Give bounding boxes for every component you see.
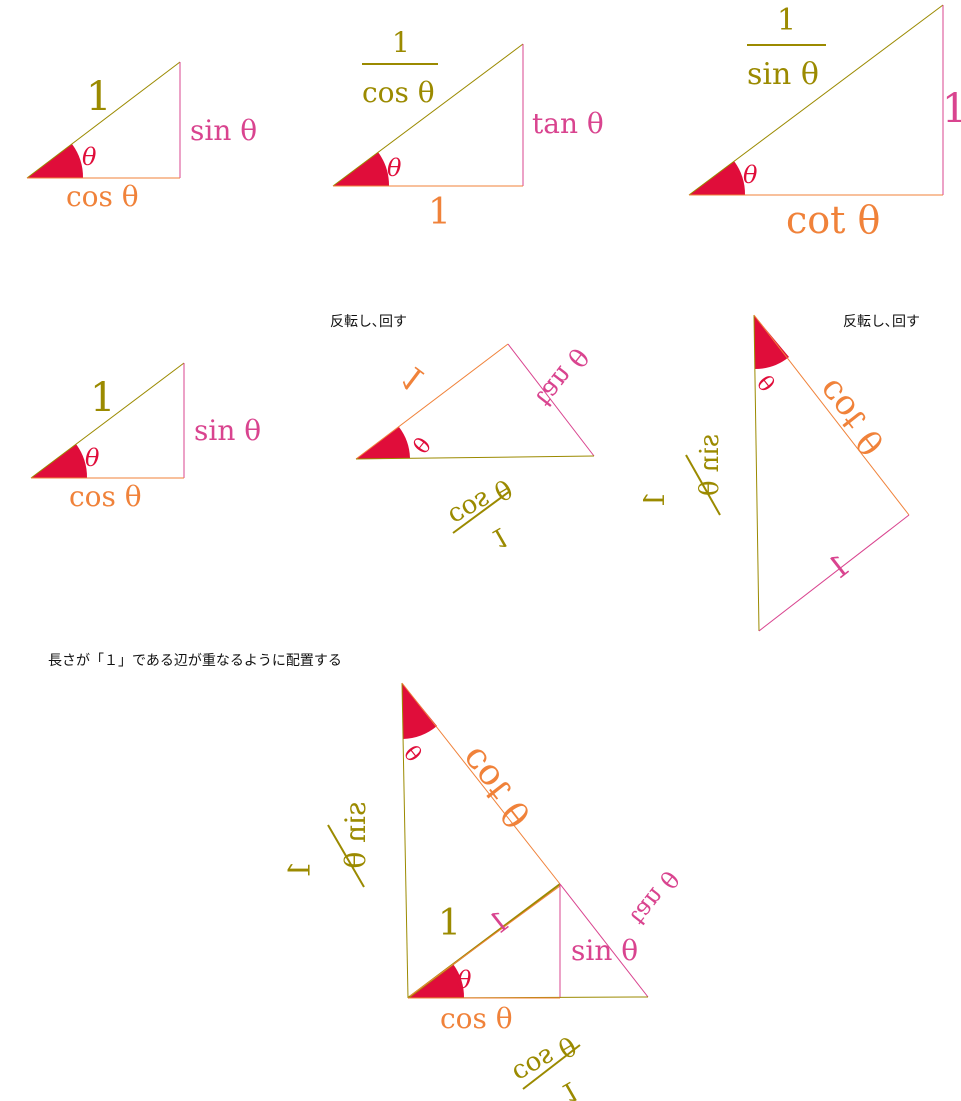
- label-csc-numerator: 1: [638, 491, 671, 509]
- hypotenuse: [26, 61, 181, 179]
- label-opposite-one: 1: [942, 86, 961, 132]
- label-theta: θ: [85, 444, 100, 472]
- triangle-basic: 1 sin θ cos θ θ: [26, 61, 257, 213]
- label-csc-denominator: sin θ: [695, 434, 725, 496]
- label-theta: θ: [743, 161, 758, 189]
- side-sec: [355, 455, 595, 460]
- side-cot: [753, 314, 910, 516]
- combined-figure: cot θ θ sin θ 1 1 1 sin θ tan θ θ cos θ …: [283, 682, 684, 1101]
- label-cos: cos θ: [66, 180, 139, 213]
- triangle-cot: 1 sin θ 1 cot θ θ: [688, 3, 961, 242]
- label-hypotenuse-one: 1: [438, 903, 461, 944]
- caption-flip-rotate: 反転し､回す: [330, 314, 407, 330]
- fraction-bar: [685, 454, 721, 516]
- fraction-bar: [327, 824, 365, 888]
- label-sin: sin θ: [190, 114, 257, 147]
- side-cot: [401, 682, 561, 885]
- label-theta-top: θ: [401, 739, 429, 765]
- label-theta: θ: [406, 431, 434, 457]
- side-one: [355, 343, 509, 460]
- label-sec-numerator: 1: [485, 520, 514, 554]
- triangle-tan: 1 cos θ tan θ 1 θ: [332, 26, 604, 233]
- label-cot: cot θ: [452, 739, 539, 835]
- label-theta: θ: [754, 369, 782, 395]
- triangle-basic-copy: 1 sin θ cos θ θ: [30, 362, 261, 513]
- label-one: 1: [821, 548, 858, 587]
- label-cos: cos θ: [440, 1002, 513, 1035]
- label-csc-denominator: sin θ: [747, 57, 819, 92]
- angle-wedge: [27, 144, 84, 178]
- side-csc: [753, 314, 760, 632]
- label-theta: θ: [387, 154, 402, 182]
- label-sec-denominator: cos θ: [443, 472, 516, 532]
- triangle-cot-flipped: cot θ 1 θ sin θ 1: [638, 314, 910, 632]
- hypotenuse: [30, 362, 185, 479]
- triangle-tan-flipped: 1 tan θ θ cos θ 1: [355, 341, 595, 554]
- side-tan: [507, 343, 595, 457]
- label-sec-denominator: cos θ: [362, 76, 435, 109]
- label-sec-numerator: 1: [555, 1074, 584, 1101]
- label-hypotenuse: 1: [86, 74, 111, 120]
- label-sec-numerator: 1: [392, 26, 410, 59]
- label-csc-denominator: sin θ: [339, 801, 372, 868]
- label-cot-side-one: 1: [482, 904, 516, 941]
- caption-flip-rotate: 反転し､回す: [843, 314, 920, 330]
- side-tan: [559, 883, 649, 998]
- label-csc-numerator: 1: [283, 860, 318, 879]
- label-csc-numerator: 1: [777, 3, 796, 38]
- label-sin: sin θ: [194, 414, 261, 447]
- angle-wedge: [689, 161, 746, 195]
- label-cos: cos θ: [69, 480, 142, 513]
- label-tan: tan θ: [624, 865, 684, 931]
- fraction-bar: [522, 1044, 581, 1090]
- angle-wedge: [356, 427, 410, 459]
- angle-wedge-top: [402, 683, 437, 739]
- label-theta: θ: [82, 143, 97, 171]
- label-hypotenuse: 1: [90, 375, 115, 421]
- label-cot: cot θ: [786, 198, 880, 242]
- angle-wedge: [754, 315, 789, 370]
- label-one: 1: [394, 357, 433, 400]
- label-cot: cot θ: [810, 371, 894, 462]
- label-tan: tan θ: [529, 341, 594, 412]
- angle-wedge: [333, 152, 390, 186]
- label-tan: tan θ: [532, 107, 604, 140]
- caption-arrange: 長さが「１」である辺が重なるように配置する: [48, 653, 342, 669]
- hypotenuse: [332, 43, 524, 187]
- shared-side-overlay: [409, 885, 561, 997]
- fraction-bar: [452, 490, 511, 534]
- side-csc: [401, 682, 409, 999]
- angle-wedge: [31, 444, 88, 478]
- label-adjacent-one: 1: [428, 192, 451, 233]
- side-one: [758, 514, 910, 632]
- label-sin: sin θ: [571, 934, 638, 967]
- angle-wedge-bottom: [408, 964, 465, 998]
- label-theta-bottom: θ: [457, 966, 472, 994]
- hypotenuse: [688, 4, 944, 196]
